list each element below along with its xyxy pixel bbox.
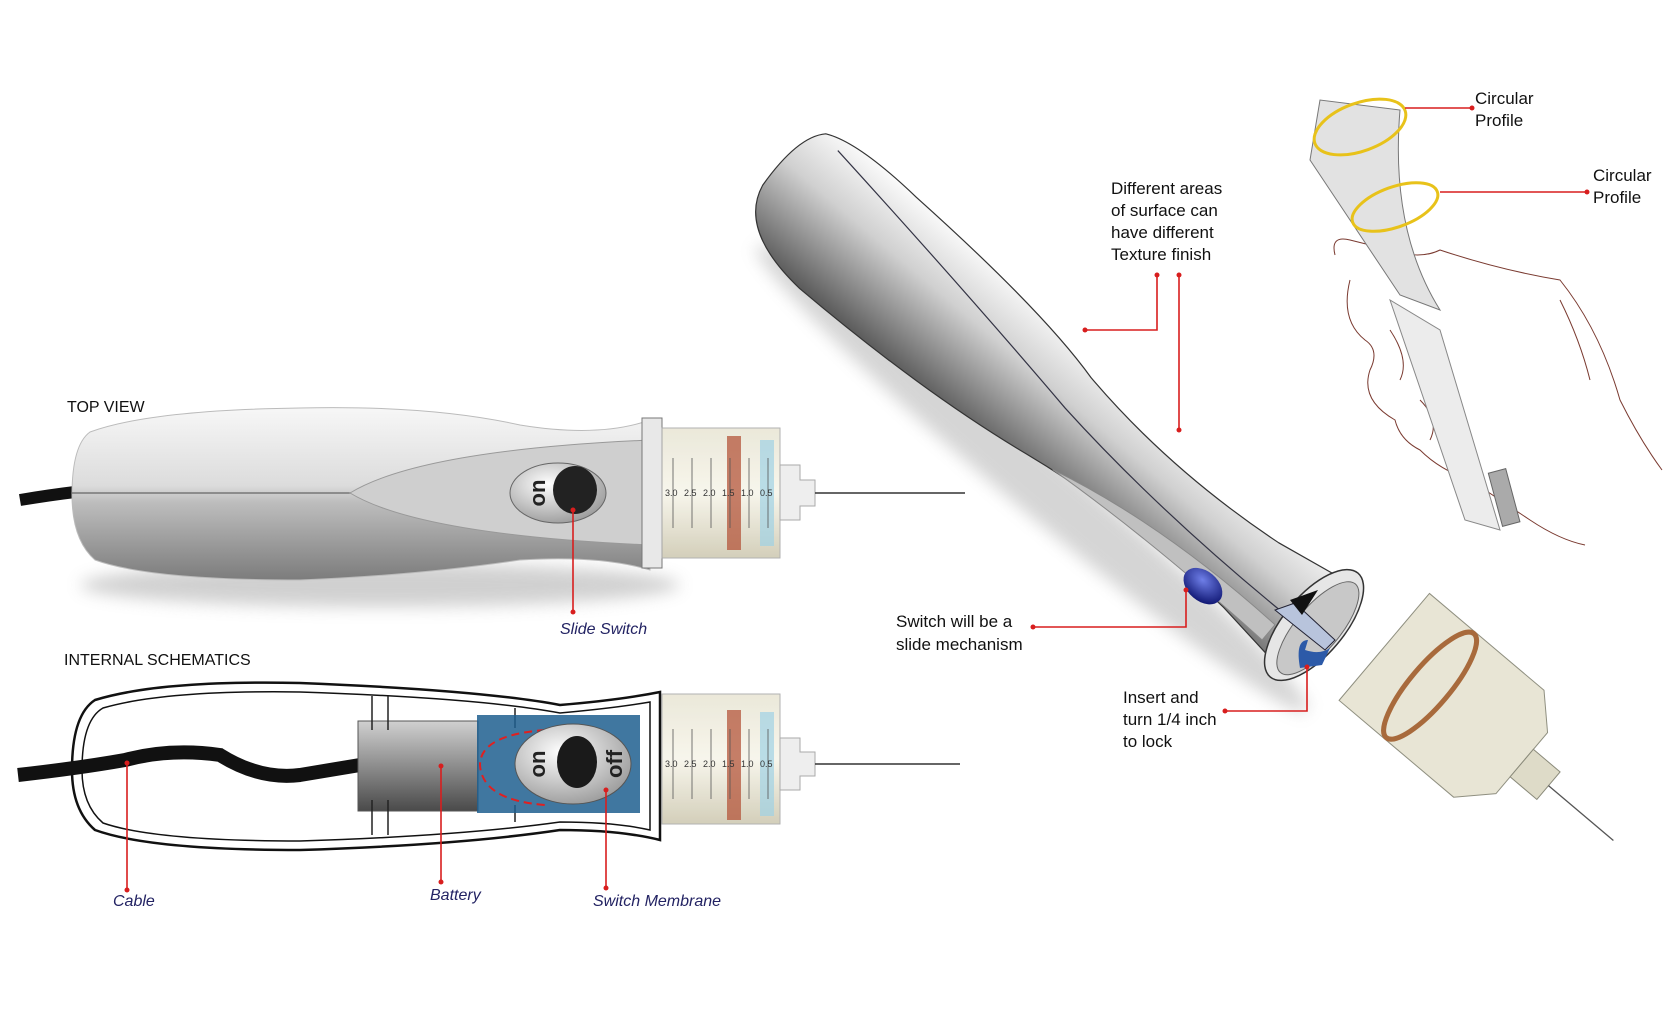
insert-note: Insert and turn 1/4 inch to lock bbox=[1123, 688, 1217, 751]
scale-tick-label: 2.0 bbox=[703, 759, 716, 769]
scale-tick-label: 1.0 bbox=[741, 488, 754, 498]
top-view-device: on 3.0 2.5 2.0 1.5 1.0 0.5 bbox=[19, 407, 965, 607]
collar bbox=[641, 417, 663, 569]
cable bbox=[19, 486, 76, 506]
battery bbox=[357, 720, 479, 812]
svg-text:Different areas: Different areas bbox=[1111, 179, 1222, 198]
profile-mid-note: Circular Profile bbox=[1593, 166, 1652, 207]
schematics-title: INTERNAL SCHEMATICS bbox=[64, 652, 251, 669]
turn-arrow-icon bbox=[1298, 640, 1330, 668]
blue-slide-switch[interactable] bbox=[1176, 560, 1229, 611]
profile-top-note: Circular Profile bbox=[1475, 89, 1534, 130]
housing-outline bbox=[70, 681, 662, 852]
top-slide-switch[interactable]: on bbox=[509, 462, 607, 524]
scale-tick-label: 3.0 bbox=[665, 759, 678, 769]
scale-tick-label: 0.5 bbox=[760, 488, 773, 498]
slide-switch-callout: Slide Switch bbox=[560, 621, 647, 638]
scale-tick-label: 1.5 bbox=[722, 488, 735, 498]
svg-text:Texture finish: Texture finish bbox=[1111, 245, 1211, 264]
perspective-device bbox=[755, 133, 1365, 712]
svg-text:Profile: Profile bbox=[1475, 111, 1523, 130]
syringe-cartridge: 3.0 2.5 2.0 1.5 1.0 0.5 bbox=[661, 427, 965, 559]
switch-on-label: on bbox=[525, 480, 550, 507]
cap-attachment bbox=[1338, 592, 1614, 842]
schematic-slide-switch: on off bbox=[514, 723, 632, 805]
svg-text:to lock: to lock bbox=[1123, 732, 1173, 751]
schematic-device: on off 3.0 2.5 2.0 1.5 1.0 0.5 bbox=[17, 681, 960, 852]
switch-on-label: on bbox=[525, 751, 550, 778]
profile-ring-mid bbox=[1350, 181, 1440, 233]
svg-text:slide mechanism: slide mechanism bbox=[896, 635, 1023, 654]
svg-text:turn 1/4 inch: turn 1/4 inch bbox=[1123, 710, 1217, 729]
scale-tick-label: 2.0 bbox=[703, 488, 716, 498]
svg-text:of surface can: of surface can bbox=[1111, 201, 1218, 220]
scale-tick-label: 3.0 bbox=[665, 488, 678, 498]
top-view-title: TOP VIEW bbox=[67, 399, 146, 416]
switch-membrane-callout: Switch Membrane bbox=[593, 893, 721, 910]
svg-text:Insert and: Insert and bbox=[1123, 688, 1199, 707]
profile-ring-top bbox=[1312, 97, 1408, 157]
switch-knob bbox=[553, 466, 597, 514]
texture-note: Different areas of surface can have diff… bbox=[1111, 179, 1222, 264]
svg-text:Circular: Circular bbox=[1593, 166, 1652, 185]
switch-note: Switch will be a slide mechanism bbox=[896, 612, 1023, 654]
sketched-handle bbox=[1309, 99, 1442, 311]
hand-sketch bbox=[1309, 99, 1663, 546]
cable-callout: Cable bbox=[113, 893, 155, 910]
battery-callout: Battery bbox=[430, 887, 482, 904]
switch-off-label: off bbox=[602, 749, 627, 778]
scale-tick-label: 2.5 bbox=[684, 759, 697, 769]
svg-text:Switch will be a: Switch will be a bbox=[896, 612, 1013, 631]
scale-tick-label: 0.5 bbox=[760, 759, 773, 769]
scale-tick-label: 2.5 bbox=[684, 488, 697, 498]
svg-text:Circular: Circular bbox=[1475, 89, 1534, 108]
svg-text:Profile: Profile bbox=[1593, 188, 1641, 207]
cable bbox=[17, 745, 362, 783]
scale-tick-label: 1.5 bbox=[722, 759, 735, 769]
scale-tick-label: 1.0 bbox=[741, 759, 754, 769]
syringe-cartridge: 3.0 2.5 2.0 1.5 1.0 0.5 bbox=[661, 693, 960, 825]
svg-text:have different: have different bbox=[1111, 223, 1214, 242]
